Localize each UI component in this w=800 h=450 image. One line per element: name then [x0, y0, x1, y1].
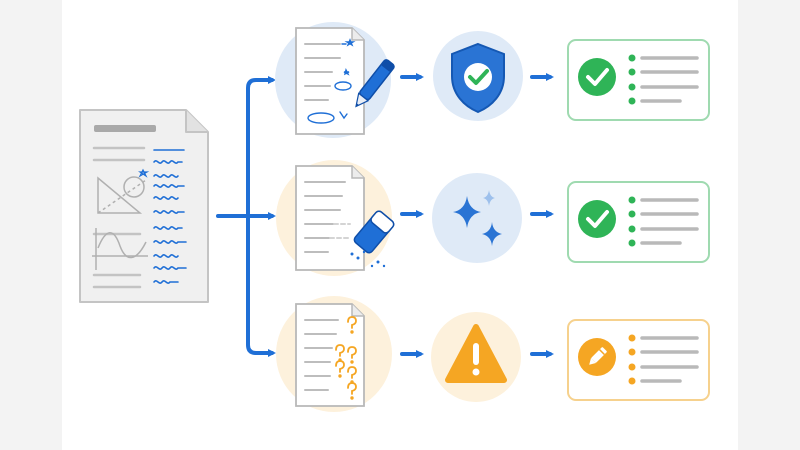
result-text-lines	[640, 56, 699, 103]
bullet-dots	[628, 196, 636, 247]
source-document	[79, 109, 209, 303]
flow-row-uncertain	[276, 296, 710, 412]
question-marks	[335, 316, 357, 400]
handwritten-notes	[138, 149, 187, 284]
result-card-cleaned	[567, 181, 710, 263]
eraser-icon	[353, 210, 395, 254]
result-text-lines	[640, 198, 699, 245]
erased-document	[295, 165, 365, 271]
flow-row-erased	[276, 160, 710, 276]
document-text-lines	[92, 146, 146, 289]
geometry-sketch	[97, 176, 147, 214]
check-icon	[578, 200, 616, 238]
wave-graph-sketch	[92, 228, 148, 270]
status-backdrop-circle	[432, 173, 522, 263]
branch-connectors	[216, 76, 276, 357]
pen-icon	[355, 59, 395, 108]
bullet-dots	[628, 334, 636, 385]
arrow-to-top-row	[246, 76, 276, 218]
document-title-bar	[94, 125, 156, 132]
result-text-lines	[640, 336, 699, 383]
sparkles-icon	[453, 190, 502, 246]
annotated-document	[295, 27, 365, 135]
uncertain-document	[295, 303, 365, 407]
warning-icon	[445, 324, 507, 383]
eraser-crumbs	[350, 250, 386, 268]
shield-check-icon	[451, 42, 505, 114]
result-card-verified	[567, 39, 710, 121]
flow-row-annotated	[275, 22, 710, 138]
result-card-needs-edit	[567, 319, 710, 401]
arrow-to-bottom-row	[246, 214, 276, 357]
bullet-dots	[628, 54, 636, 105]
check-icon	[578, 58, 616, 96]
